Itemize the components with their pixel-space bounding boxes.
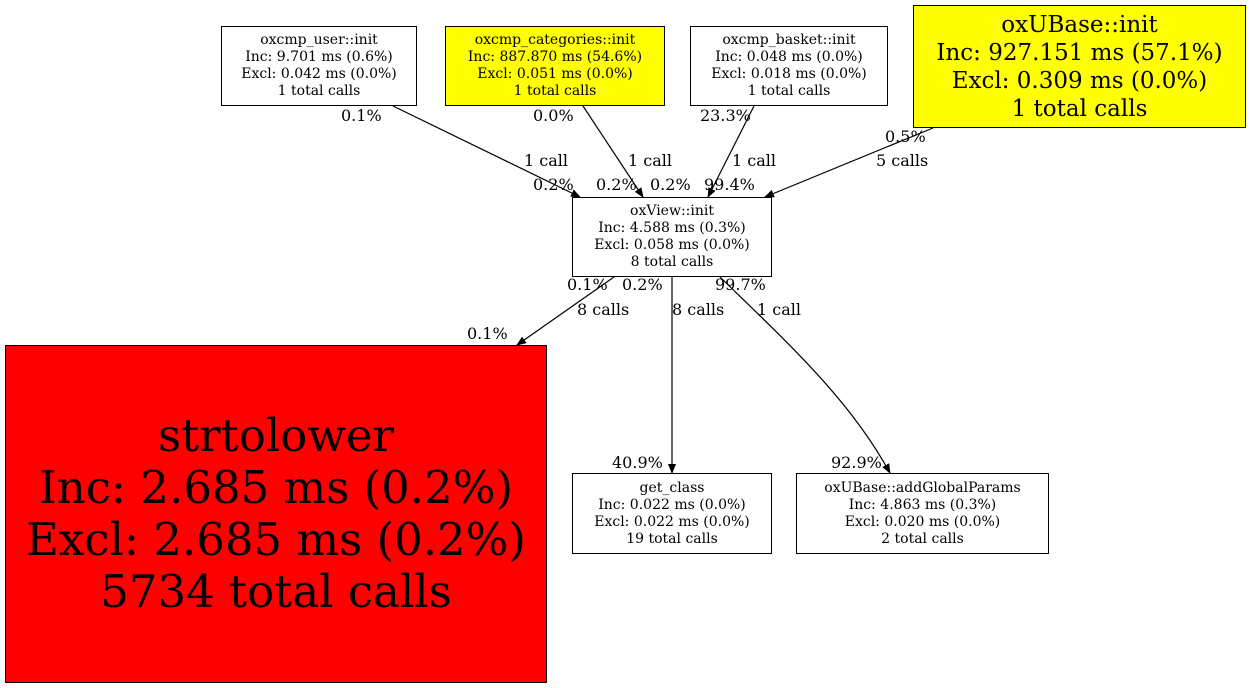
edge-calls-label: 8 calls bbox=[577, 300, 630, 319]
node-total-calls: 2 total calls bbox=[881, 530, 964, 547]
node-oxcmp-categories-init[interactable]: oxcmp_categories::init Inc: 887.870 ms (… bbox=[445, 26, 665, 106]
edge-calls-label: 1 call bbox=[628, 151, 672, 170]
node-name: oxcmp_categories::init bbox=[474, 32, 636, 48]
node-oxview-init[interactable]: oxView::init Inc: 4.588 ms (0.3%) Excl: … bbox=[572, 197, 772, 277]
edge-calls-label: 1 call bbox=[732, 151, 776, 170]
node-inclusive-time: Inc: 0.022 ms (0.0%) bbox=[598, 496, 746, 513]
node-name: oxcmp_basket::init bbox=[722, 32, 856, 48]
node-inclusive-time: Inc: 2.685 ms (0.2%) bbox=[38, 461, 514, 514]
edge-head-label: 0.2% bbox=[596, 175, 637, 194]
node-total-calls: 1 total calls bbox=[1011, 95, 1148, 122]
node-inclusive-time: Inc: 887.870 ms (54.6%) bbox=[467, 49, 643, 65]
node-inclusive-time: Inc: 927.151 ms (57.1%) bbox=[936, 39, 1223, 66]
node-name: strtolower bbox=[157, 409, 394, 462]
edge-oxubase-to-view bbox=[764, 127, 934, 198]
node-exclusive-time: Excl: 0.020 ms (0.0%) bbox=[844, 513, 1001, 530]
node-inclusive-time: Inc: 4.588 ms (0.3%) bbox=[598, 220, 746, 236]
node-total-calls: 19 total calls bbox=[626, 530, 718, 547]
edge-tail-label: 0.1% bbox=[341, 106, 382, 125]
edge-categories-to-view bbox=[582, 105, 644, 198]
node-inclusive-time: Inc: 9.701 ms (0.6%) bbox=[245, 49, 393, 65]
node-oxcmp-basket-init[interactable]: oxcmp_basket::init Inc: 0.048 ms (0.0%) … bbox=[690, 26, 888, 106]
edge-calls-label: 8 calls bbox=[672, 300, 725, 319]
edge-tail-label: 0.5% bbox=[885, 127, 926, 146]
node-exclusive-time: Excl: 0.058 ms (0.0%) bbox=[594, 237, 750, 253]
node-inclusive-time: Inc: 4.863 ms (0.3%) bbox=[848, 496, 997, 513]
edge-head-label: 99.4% bbox=[704, 175, 755, 194]
node-exclusive-time: Excl: 0.051 ms (0.0%) bbox=[477, 66, 633, 82]
edge-tail-label: 0.1% bbox=[567, 275, 608, 294]
edge-tail-label: 0.2% bbox=[622, 275, 663, 294]
node-name: oxView::init bbox=[630, 203, 714, 219]
node-exclusive-time: Excl: 0.018 ms (0.0%) bbox=[711, 66, 867, 82]
node-total-calls: 1 total calls bbox=[747, 83, 831, 99]
edge-tail-label: 23.3% bbox=[700, 106, 751, 125]
node-name: oxUBase::addGlobalParams bbox=[824, 479, 1021, 496]
edge-view-to-strtolower bbox=[516, 276, 615, 346]
node-total-calls: 5734 total calls bbox=[100, 565, 452, 618]
edge-tail-label: 99.7% bbox=[715, 275, 766, 294]
node-total-calls: 1 total calls bbox=[513, 83, 597, 99]
edge-head-label: 0.2% bbox=[650, 175, 691, 194]
node-total-calls: 8 total calls bbox=[630, 254, 714, 270]
node-oxubase-addglobalparams[interactable]: oxUBase::addGlobalParams Inc: 4.863 ms (… bbox=[796, 473, 1049, 554]
edge-view-to-add-global-params bbox=[719, 276, 891, 474]
node-name: oxUBase::init bbox=[1001, 11, 1158, 38]
node-oxcmp-user-init[interactable]: oxcmp_user::init Inc: 9.701 ms (0.6%) Ex… bbox=[221, 26, 417, 106]
edge-calls-label: 1 call bbox=[524, 151, 568, 170]
node-exclusive-time: Excl: 0.022 ms (0.0%) bbox=[594, 513, 750, 530]
node-exclusive-time: Excl: 2.685 ms (0.2%) bbox=[26, 513, 526, 566]
edge-calls-label: 5 calls bbox=[876, 151, 929, 170]
edge-head-label: 40.9% bbox=[612, 453, 663, 472]
node-inclusive-time: Inc: 0.048 ms (0.0%) bbox=[715, 49, 863, 65]
node-oxubase-init[interactable]: oxUBase::init Inc: 927.151 ms (57.1%) Ex… bbox=[913, 5, 1246, 128]
edge-head-label: 92.9% bbox=[831, 453, 882, 472]
edge-basket-to-view bbox=[707, 105, 755, 198]
edge-calls-label: 1 call bbox=[757, 300, 801, 319]
edge-head-label: 0.2% bbox=[533, 175, 574, 194]
node-exclusive-time: Excl: 0.042 ms (0.0%) bbox=[241, 66, 397, 82]
node-get-class[interactable]: get_class Inc: 0.022 ms (0.0%) Excl: 0.0… bbox=[572, 473, 772, 554]
node-name: oxcmp_user::init bbox=[260, 32, 378, 48]
edge-tail-label: 0.0% bbox=[533, 106, 574, 125]
edge-user-to-view bbox=[392, 105, 581, 198]
node-total-calls: 1 total calls bbox=[277, 83, 361, 99]
node-strtolower[interactable]: strtolower Inc: 2.685 ms (0.2%) Excl: 2.… bbox=[5, 345, 547, 683]
node-name: get_class bbox=[639, 479, 705, 496]
node-exclusive-time: Excl: 0.309 ms (0.0%) bbox=[951, 67, 1208, 94]
edge-head-label: 0.1% bbox=[467, 324, 508, 343]
